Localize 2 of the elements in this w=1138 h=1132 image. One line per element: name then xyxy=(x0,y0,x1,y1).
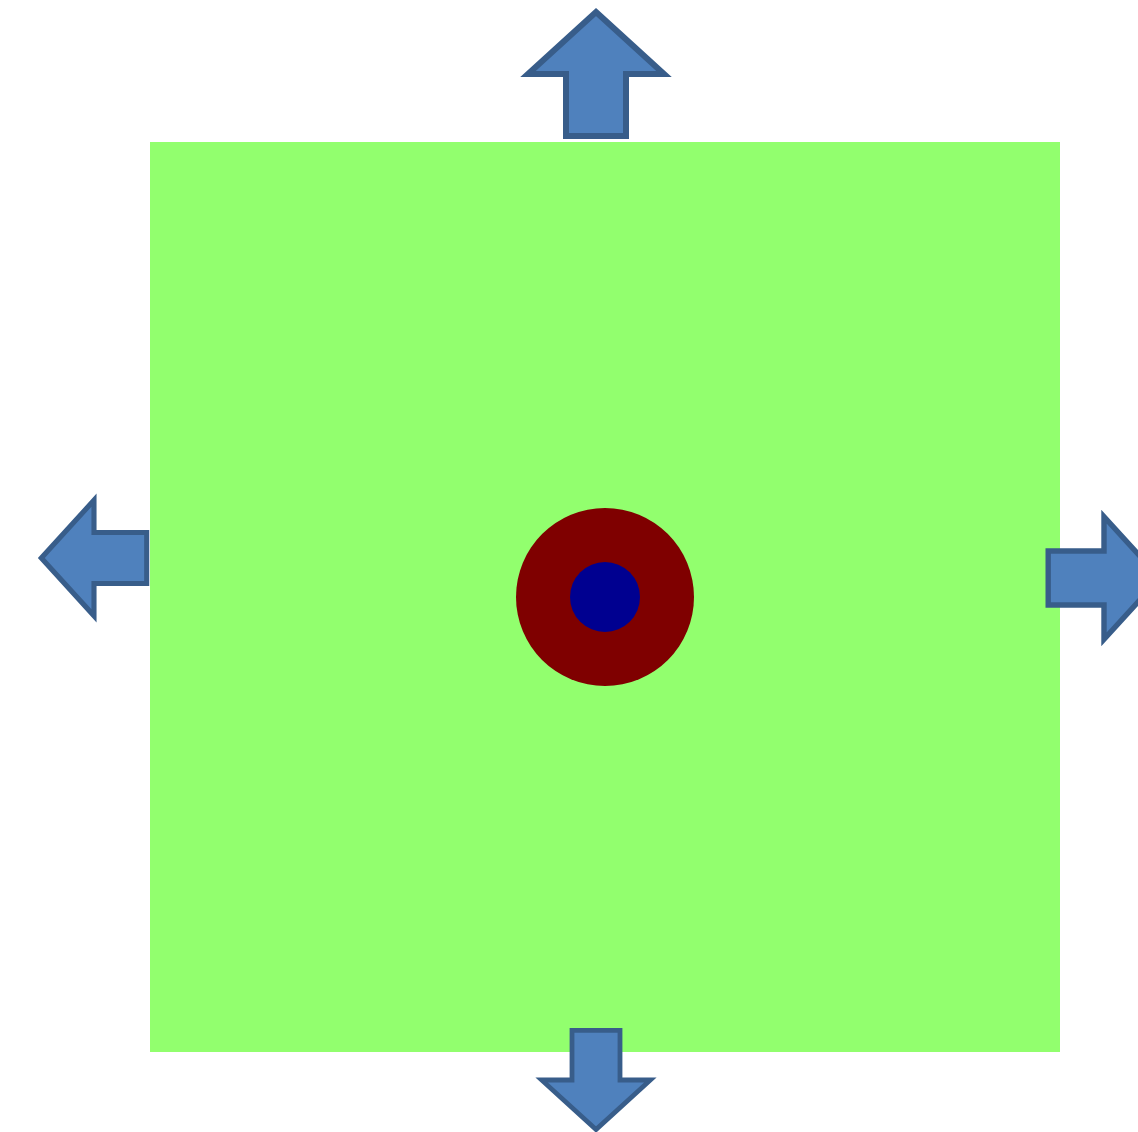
inner-circle xyxy=(570,562,640,632)
square-region xyxy=(150,142,1060,1052)
